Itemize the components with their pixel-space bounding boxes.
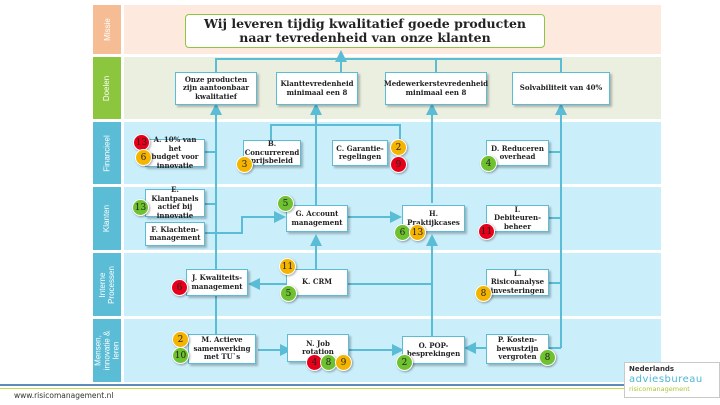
objective-j: J. Kwaliteits- management — [186, 269, 248, 296]
goal-klanttevredenheid: Klanttevredenheid minimaal een 8 — [276, 72, 358, 105]
badge-o-1: 2 — [396, 354, 413, 371]
objective-b: B. Concurrerend prijsbeleid — [243, 139, 301, 166]
badge-k-1: 11 — [279, 258, 296, 275]
badge-g-1: 5 — [277, 195, 294, 212]
badge-l-1: 8 — [475, 285, 492, 302]
objective-f: F. Klachten- management — [145, 222, 205, 246]
goal-medewerkerstevredenheid: Medewerkerstevredenheid minimaal een 8 — [384, 72, 488, 105]
logo-line-2: adviesbureau — [629, 374, 703, 385]
goal-kwaliteit: Onze producten zijn aantoonbaar kwalitat… — [175, 72, 257, 105]
objective-g: G. Account management — [286, 205, 348, 232]
goals-connector — [215, 58, 562, 72]
objective-e: E. Klantpanels actief bij innovatie — [145, 185, 205, 219]
logo-line-3: risicomanagement — [629, 385, 690, 393]
goal-solvabiliteit: Solvabiliteit van 40% — [512, 72, 610, 105]
badge-e-1: 13 — [132, 199, 149, 216]
band-label-klanten: Klanten — [93, 187, 121, 250]
objective-d: D. Reduceren overhead — [486, 140, 549, 166]
mission-statement: Wij leveren tijdig kwalitatief goede pro… — [185, 14, 545, 48]
band-label-interne-processen: Interne Processen — [93, 253, 121, 316]
footer-divider-accent — [0, 388, 720, 389]
objective-i: I. Debiteuren- beheer — [486, 205, 549, 232]
band-label-missie: Missie — [93, 5, 121, 54]
badge-k-2: 5 — [280, 285, 297, 302]
badge-a-2: 6 — [135, 149, 152, 166]
band-label-mensen: Mensen, innovatie & leren — [93, 319, 121, 382]
band-label-doelen: Doelen — [93, 57, 121, 119]
objective-o: O. POP- besprekingen — [402, 336, 465, 364]
logo-line-1: Nederlands — [629, 365, 675, 373]
badge-c-1: 2 — [390, 139, 407, 156]
badge-n-2: 8 — [320, 354, 337, 371]
badge-n-3: 9 — [335, 354, 352, 371]
badge-b-1: 3 — [236, 156, 253, 173]
company-logo: Nederlands adviesbureau risicomanagement — [624, 362, 720, 398]
objective-a: A. 10% van het budget voor innovatie — [145, 135, 205, 169]
footer-divider — [0, 384, 720, 386]
objective-c: C. Garantie- regelingen — [332, 140, 388, 166]
badge-i-1: 11 — [478, 223, 495, 240]
badge-j-1: 6 — [171, 279, 188, 296]
badge-m-2: 10 — [172, 347, 189, 364]
objective-h: H. Praktijkcases — [402, 205, 465, 232]
band-label-financieel: Financieel — [93, 122, 121, 184]
badge-d-1: 4 — [480, 155, 497, 172]
badge-p-1: 8 — [539, 349, 556, 366]
badge-h-2: 13 — [409, 224, 426, 241]
badge-m-1: 2 — [172, 331, 189, 348]
badge-c-2: 9 — [390, 156, 407, 173]
objective-p: P. Kosten- bewustzijn vergroten — [486, 334, 549, 364]
objective-m: M. Actieve samenwerking met TU`s — [188, 334, 256, 364]
objective-l: L. Risicoanalyse investeringen — [486, 269, 549, 296]
footer-url[interactable]: www.risicomanagement.nl — [14, 391, 114, 400]
